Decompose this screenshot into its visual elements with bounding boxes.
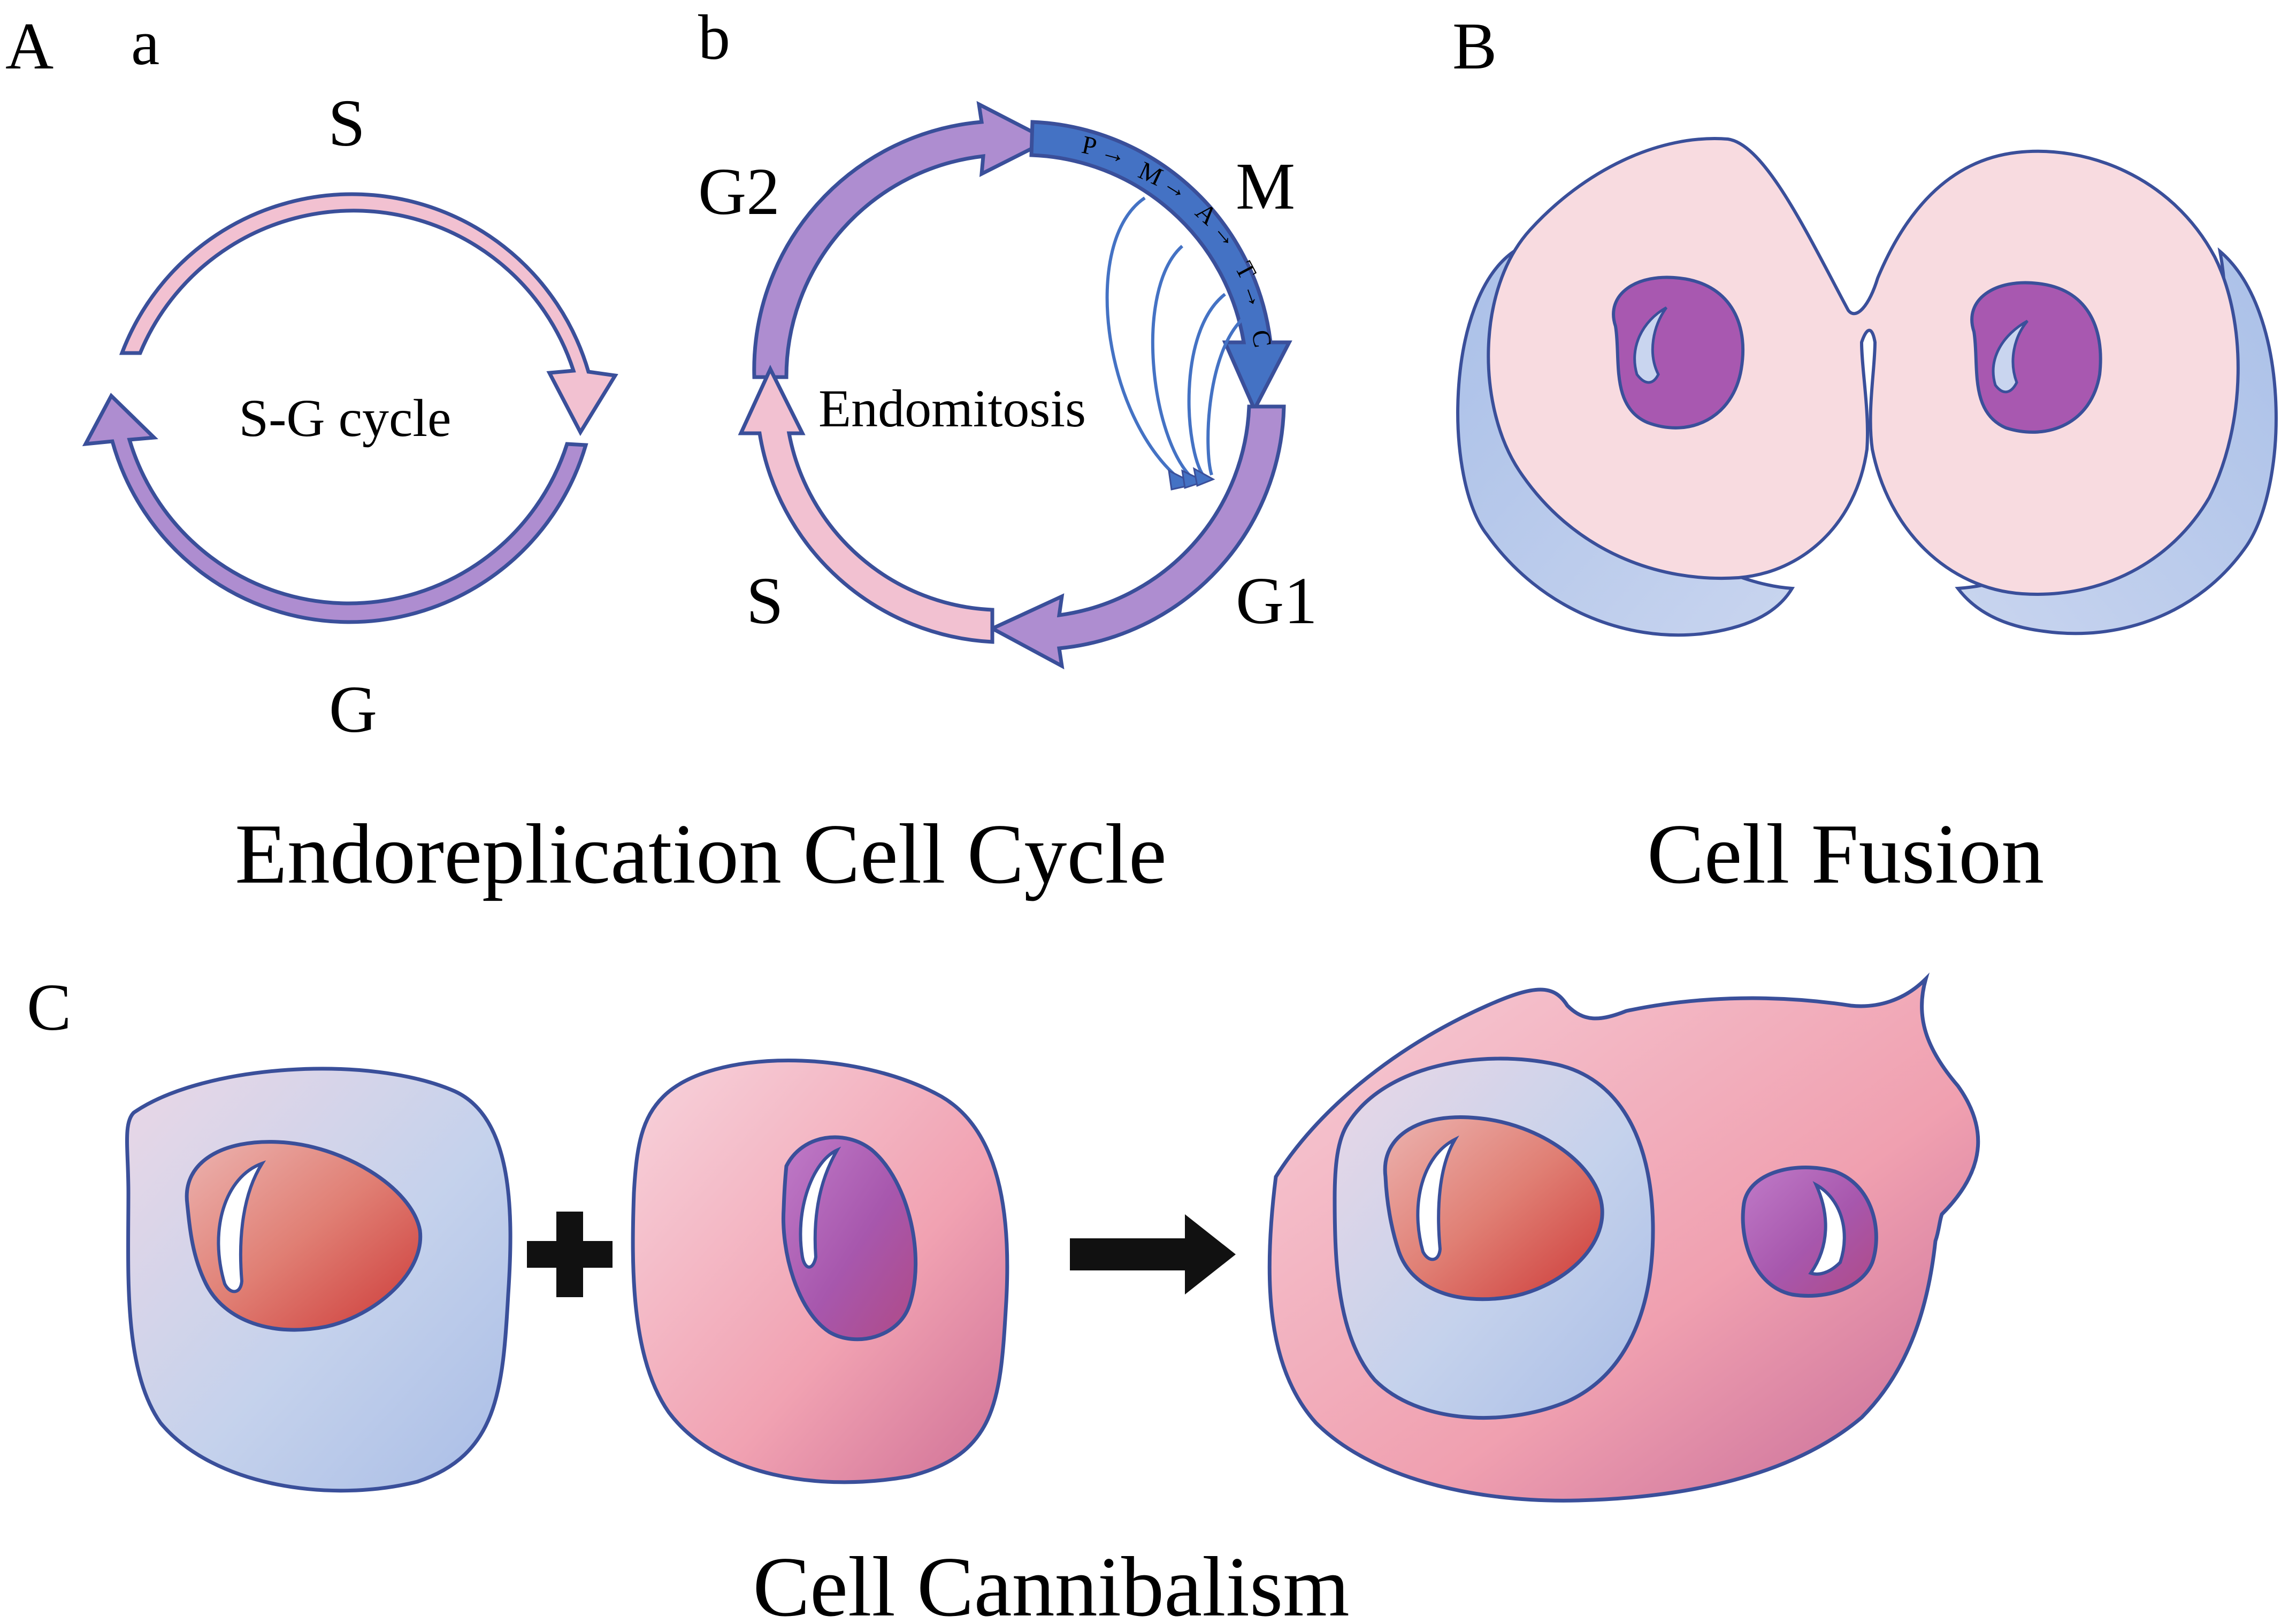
endomitosis-arrows <box>1105 196 1247 483</box>
blue-cell-nucleolus <box>217 1160 266 1293</box>
s-g-cycle-label: S-G cycle <box>239 388 451 448</box>
panel-label-a: A <box>5 10 53 83</box>
m-phase-arrow <box>1029 120 1292 414</box>
s-phase-arrow <box>119 192 618 436</box>
endomitosis-label: Endomitosis <box>818 379 1086 438</box>
subpanel-label-b: b <box>698 2 730 73</box>
panel-c: C Cell Cannibalism <box>27 971 1980 1624</box>
caption-cell-fusion: Cell Fusion <box>1647 806 2044 901</box>
g-phase-arrow <box>82 393 588 624</box>
g-phase-label-a: G <box>329 673 377 747</box>
fused-cell-body <box>1487 137 2240 596</box>
subpanel-label-a: a <box>131 7 159 78</box>
subpanel-a: a S G S-G cycle <box>82 7 618 747</box>
panel-label-c: C <box>27 971 71 1045</box>
host-cell-nucleolus <box>1808 1181 1846 1276</box>
s-phase-arrow-b <box>738 364 994 644</box>
plus-icon <box>527 1212 613 1297</box>
caption-endoreplication: Endoreplication Cell Cycle <box>235 806 1167 901</box>
g2-phase-label: G2 <box>698 155 780 229</box>
g1-phase-label: G1 <box>1236 564 1318 638</box>
right-arrow-icon <box>1070 1214 1236 1294</box>
endomitosis-arrowheads <box>1168 467 1215 491</box>
panel-b: B Cell Fusion <box>1452 10 2278 901</box>
pink-cell-nucleolus <box>799 1146 841 1269</box>
panel-label-b: B <box>1452 10 1497 83</box>
host-cell-nucleus <box>1741 1166 1878 1298</box>
fusion-nucleolus-right <box>1992 319 2029 393</box>
subpanel-b: b P → <box>698 2 1318 670</box>
engulfed-cell-nucleolus <box>1416 1135 1459 1261</box>
g1-phase-arrow <box>988 404 1286 670</box>
g2-phase-arrow <box>752 101 1053 379</box>
m-phase-label: M <box>1236 150 1295 224</box>
fusion-nucleus-left <box>1612 275 1745 430</box>
endomitosis-arrow-4 <box>1206 314 1247 476</box>
s-phase-label-b: S <box>746 564 784 638</box>
endomitosis-arrow-1 <box>1105 196 1183 483</box>
s-phase-label-a: S <box>328 87 365 160</box>
panel-a: A a S G S-G cycle b <box>5 2 1318 901</box>
caption-cell-cannibalism: Cell Cannibalism <box>753 1539 1349 1624</box>
endomitosis-arrow-3 <box>1187 293 1226 477</box>
fusion-nucleus-right <box>1970 281 2102 434</box>
fusion-nucleolus-left <box>1633 306 1668 384</box>
endomitosis-arrow-2 <box>1151 244 1195 480</box>
